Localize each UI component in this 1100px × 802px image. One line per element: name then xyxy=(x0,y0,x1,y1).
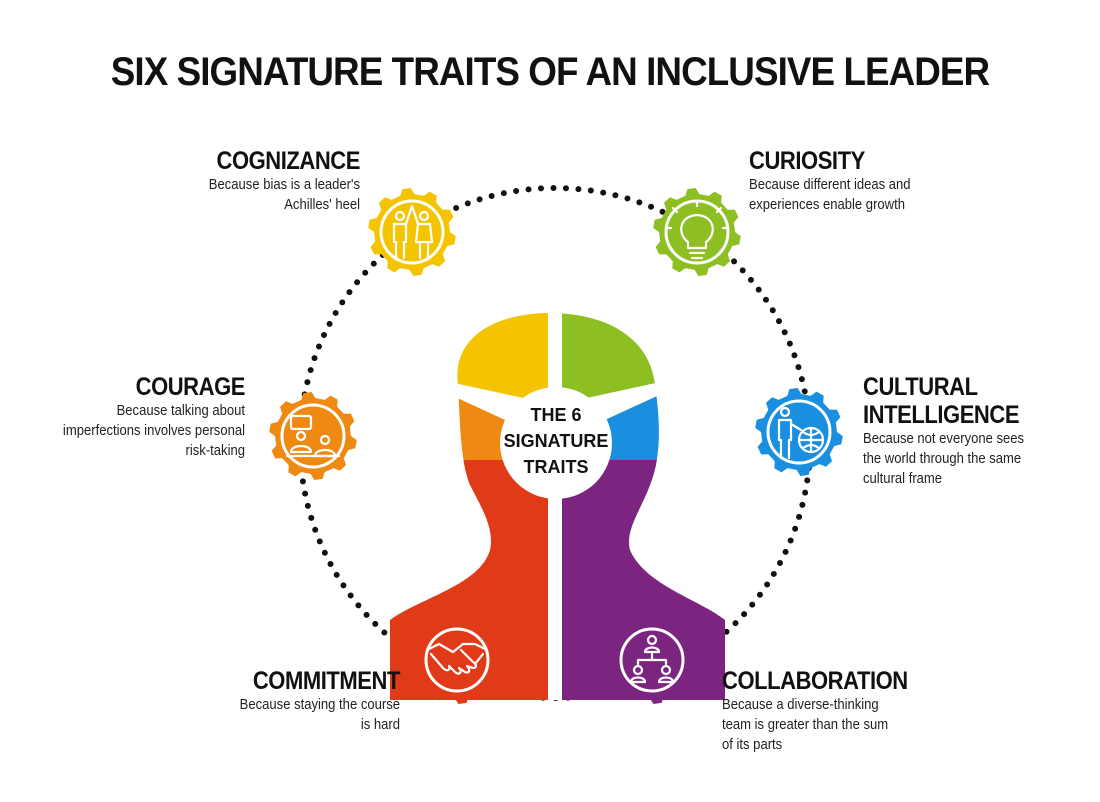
trait-collaboration: COLLABORATION Because a diverse-thinking… xyxy=(722,667,952,755)
people-talking-icon xyxy=(285,414,341,458)
gear-inner-ring xyxy=(280,403,346,469)
trait-title: COURAGE xyxy=(135,373,246,401)
trait-desc-line: experiences enable growth xyxy=(749,197,905,213)
trait-desc-line: the world through the same xyxy=(863,451,1022,467)
center-text-line2: SIGNATURE xyxy=(504,431,609,451)
page-title: SIX SIGNATURE TRAITS OF AN INCLUSIVE LEA… xyxy=(110,50,990,94)
trait-desc-line: imperfections involves personal xyxy=(62,423,245,439)
trait-desc-line: Because talking about xyxy=(116,403,246,419)
center-text-line1: THE 6 xyxy=(530,405,581,425)
trait-desc-line: Because bias is a leader's xyxy=(208,177,360,193)
gear-inner-ring xyxy=(766,399,832,465)
person-globe-icon xyxy=(777,406,825,460)
trait-desc-line: team is greater than the sum xyxy=(722,717,889,733)
trait-title: COGNIZANCE xyxy=(216,147,361,175)
trait-desc-line: of its parts xyxy=(722,737,783,753)
trait-desc-line: Because not everyone sees xyxy=(863,431,1025,447)
lightbulb-icon xyxy=(664,199,730,260)
trait-courage: COURAGE Because talking about imperfecti… xyxy=(15,373,246,461)
gear-inner-ring xyxy=(424,627,490,693)
trait-cognizance: COGNIZANCE Because bias is a leader's Ac… xyxy=(130,147,361,215)
trait-desc-line: Because staying the course xyxy=(239,697,400,713)
trait-title: COLLABORATION xyxy=(722,667,908,695)
trait-desc-line: Because a diverse-thinking xyxy=(722,697,879,713)
trait-title-line: INTELLIGENCE xyxy=(863,401,1020,429)
trait-title-line: CULTURAL xyxy=(863,373,978,401)
handshake-icon xyxy=(425,642,489,675)
center-text-line3: TRAITS xyxy=(524,457,589,477)
gear-inner-ring xyxy=(379,199,445,265)
trait-title: CURIOSITY xyxy=(749,147,865,175)
trait-desc-line: Because different ideas and xyxy=(749,177,911,193)
trait-commitment: COMMITMENT Because staying the course is… xyxy=(170,667,401,735)
center-circle xyxy=(500,387,612,499)
trait-desc-line: Achilles' heel xyxy=(284,197,360,213)
trait-desc-line: is hard xyxy=(360,717,400,733)
trait-title: COMMITMENT xyxy=(252,667,401,695)
people-high-five-icon xyxy=(392,204,434,260)
trait-cultural-intelligence: CULTURAL INTELLIGENCE Because not everyo… xyxy=(863,373,1093,489)
trait-desc-line: cultural frame xyxy=(863,471,943,487)
trait-desc-line: risk-taking xyxy=(185,443,245,459)
gear-inner-ring xyxy=(619,627,685,693)
team-network-icon xyxy=(629,634,675,684)
trait-curiosity: CURIOSITY Because different ideas and ex… xyxy=(749,147,979,215)
